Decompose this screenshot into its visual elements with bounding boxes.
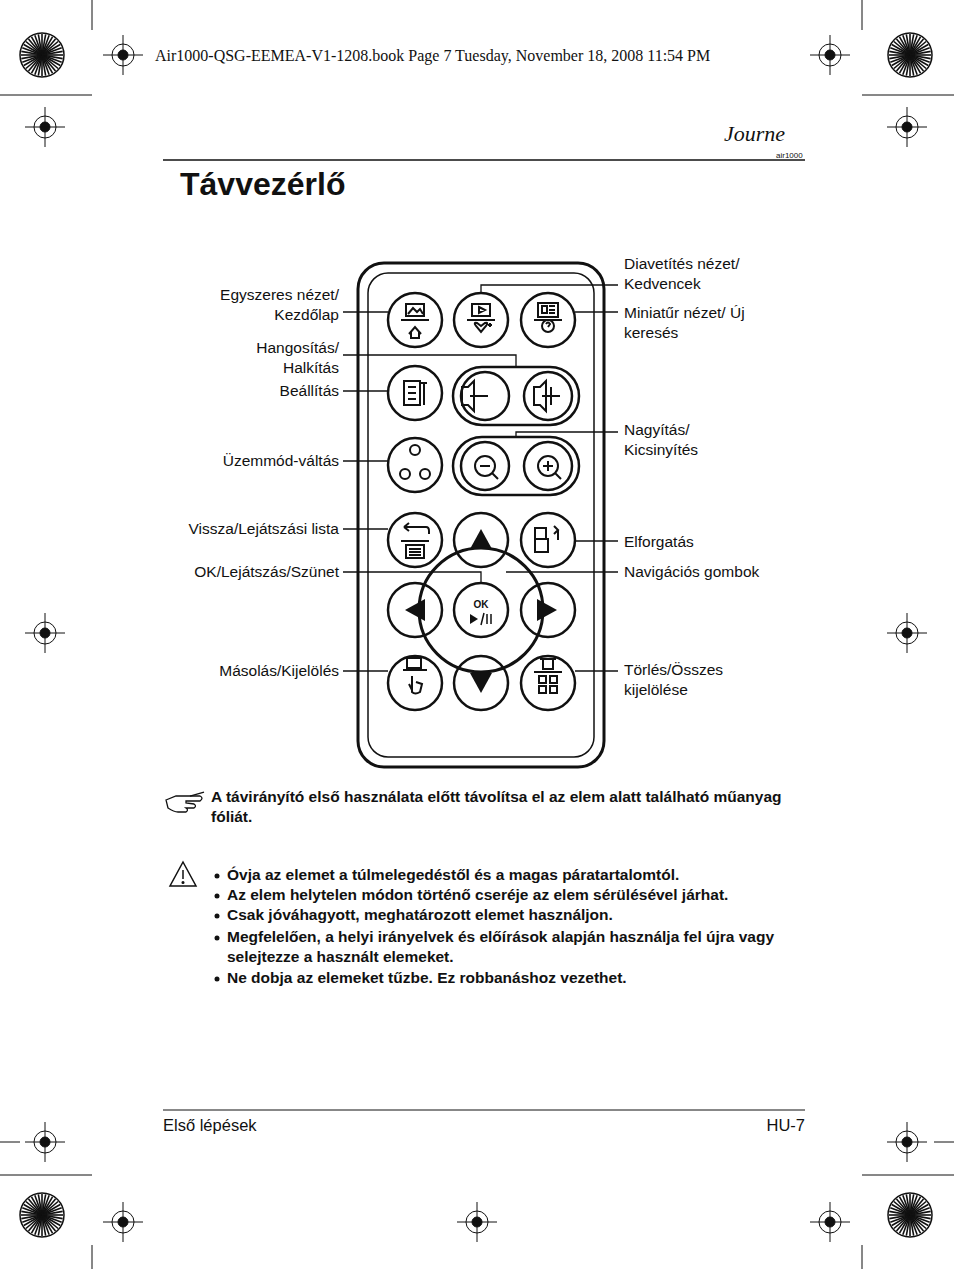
ok-button-label: OK (474, 599, 489, 610)
warning-item: Óvja az elemet a túlmelegedéstől és a ma… (227, 865, 817, 885)
callout-label: Nagyítás/ Kicsinyítés (624, 420, 734, 460)
note-hand-icon (166, 792, 204, 812)
callout-label: Diavetítés nézet/ Kedvencek (624, 254, 774, 294)
print-header: Air1000-QSG-EEMEA-V1-1208.book Page 7 Tu… (155, 46, 815, 66)
callout-label: Másolás/Kijelölés (169, 661, 339, 681)
callout-label: Elforgatás (624, 532, 744, 552)
warning-item: Ne dobja az elemeket tűzbe. Ez robbanásh… (227, 968, 817, 988)
warning-icon (170, 862, 196, 886)
leader-line (516, 432, 618, 436)
leader-line (343, 355, 516, 366)
footer-section: Első lépések (163, 1115, 363, 1135)
note-text: A távirányító első használata előtt távo… (211, 787, 806, 827)
header-rule (163, 159, 805, 161)
leader-line (343, 670, 388, 671)
leader-lines (343, 285, 618, 671)
callout-label: Hangosítás/ Halkítás (229, 338, 339, 378)
logo-model: air1000 (776, 146, 806, 166)
button-text: OK (474, 599, 489, 610)
leader-line (575, 311, 618, 312)
callout-label: Egyszeres nézet/ Kezdőlap (189, 285, 339, 325)
leader-line (506, 571, 618, 572)
leader-line (575, 540, 618, 541)
leader-line (343, 528, 388, 529)
leader-line (343, 390, 388, 391)
leader-line (343, 460, 388, 461)
callout-label: OK/Lejátszás/Szünet (149, 562, 339, 582)
leader-line (343, 572, 481, 582)
page-number: HU-7 (725, 1115, 805, 1135)
logo-text: Journe (724, 124, 794, 144)
callout-label: Vissza/Lejátszási lista (149, 519, 339, 539)
leader-line (575, 670, 618, 671)
warning-item: Az elem helytelen módon történő cseréje … (227, 885, 817, 905)
callout-label: Törlés/Összes kijelölése (624, 660, 754, 700)
page-title: Távvezérlő (180, 166, 345, 203)
callout-label: Üzemmód-váltás (189, 451, 339, 471)
leader-line (481, 285, 618, 292)
bullets (215, 874, 220, 982)
warning-item: Megfelelően, a helyi irányelvek és előír… (227, 927, 797, 967)
leader-line (343, 311, 388, 312)
callout-label: Navigációs gombok (624, 562, 794, 582)
warning-item: Csak jóváhagyott, meghatározott elemet h… (227, 905, 817, 925)
remote-illustration (358, 263, 604, 767)
footer-rule (163, 1110, 805, 1111)
callout-label: Miniatűr nézet/ Új keresés (624, 303, 759, 343)
callout-label: Beállítás (229, 381, 339, 401)
